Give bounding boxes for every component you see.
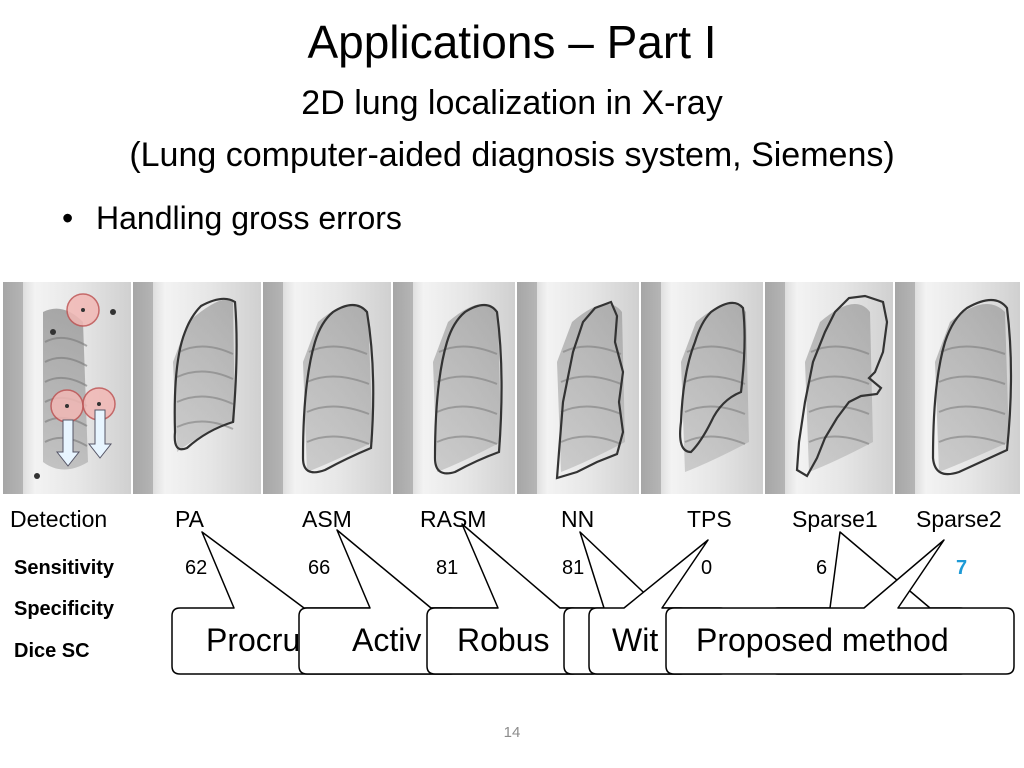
row-label-dice: Dice SC bbox=[14, 640, 90, 662]
row-label-specificity: Specificity bbox=[14, 598, 115, 620]
method-label-sparse2: Sparse2 bbox=[916, 506, 1002, 532]
xray-sparse1 bbox=[765, 282, 893, 494]
xray-nn bbox=[517, 282, 639, 494]
xray-rasm bbox=[393, 282, 515, 494]
callout-robust-text: Robus bbox=[457, 622, 550, 658]
sensitivity-rasm: 81 bbox=[436, 557, 459, 579]
slide-title: Applications – Part I bbox=[307, 16, 717, 68]
bullet-item: • Handling gross errors bbox=[62, 198, 402, 238]
xray-sparse2 bbox=[895, 282, 1020, 494]
xray-tps bbox=[641, 282, 763, 494]
slide-subtitle-2: (Lung computer-aided diagnosis system, S… bbox=[129, 136, 895, 174]
sensitivity-sparse2: 7 bbox=[956, 557, 968, 579]
sensitivity-asm: 66 bbox=[308, 557, 331, 579]
method-label-rasm: RASM bbox=[420, 506, 487, 532]
callout-with-text: Wit bbox=[612, 622, 659, 658]
method-label-sparse1: Sparse1 bbox=[792, 506, 878, 532]
method-label-nn: NN bbox=[561, 506, 595, 532]
callout-procrustes-text: Procru bbox=[206, 622, 301, 658]
method-label-pa: PA bbox=[175, 506, 204, 532]
xray-detection bbox=[3, 282, 131, 494]
sensitivity-tps: 0 bbox=[701, 557, 713, 579]
sensitivity-nn: 81 bbox=[562, 557, 585, 579]
callout-proposed-text: Proposed method bbox=[696, 622, 949, 658]
callout-active-text: Activ bbox=[352, 622, 422, 658]
method-label-tps: TPS bbox=[687, 506, 732, 532]
xray-strip bbox=[3, 282, 1020, 494]
method-label-detection: Detection bbox=[10, 506, 108, 532]
method-label-asm: ASM bbox=[302, 506, 352, 532]
sensitivity-sparse1: 6 bbox=[816, 557, 828, 579]
xray-pa bbox=[133, 282, 261, 494]
sensitivity-pa: 62 bbox=[185, 557, 208, 579]
page-number: 14 bbox=[503, 724, 521, 741]
slide-subtitle-1: 2D lung localization in X-ray bbox=[301, 84, 723, 122]
row-label-sensitivity: Sensitivity bbox=[14, 557, 115, 579]
bullet-dot-icon: • bbox=[62, 200, 74, 236]
bullet-text: Handling gross errors bbox=[96, 200, 402, 236]
xray-asm bbox=[263, 282, 391, 494]
